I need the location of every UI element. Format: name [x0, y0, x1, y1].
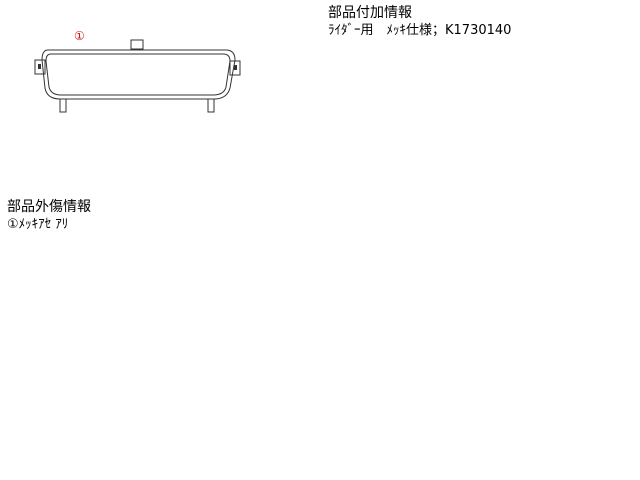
part-diagram [34, 39, 241, 113]
damage-info-detail: ①ﾒｯｷｱｾ ｱﾘ [7, 217, 69, 232]
left-mounting-tab [34, 59, 46, 75]
part-additional-info: 部品付加情報 ﾗｲﾀﾞｰ用 ﾒｯｷ仕様；K1730140 [328, 5, 511, 39]
top-mounting-tab [130, 39, 144, 50]
damage-info-title: 部品外傷情報 [7, 199, 91, 215]
damage-marker: ① [74, 29, 85, 43]
part-body-inner [45, 53, 231, 96]
left-leg [59, 98, 67, 113]
right-leg [207, 98, 215, 113]
part-info-title: 部品付加情報 [328, 5, 412, 21]
part-damage-info: 部品外傷情報 ①ﾒｯｷｱｾ ｱﾘ [7, 199, 91, 233]
part-body-outer [41, 49, 236, 100]
part-info-detail: ﾗｲﾀﾞｰ用 ﾒｯｷ仕様；K1730140 [328, 23, 512, 38]
